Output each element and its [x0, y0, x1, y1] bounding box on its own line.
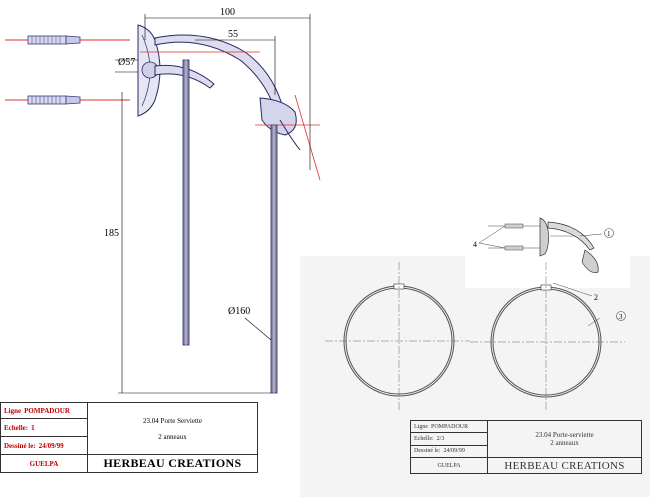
author-right: GUELPA — [410, 457, 488, 474]
callout-leaders — [478, 225, 603, 327]
detail-thumbnail — [465, 213, 630, 288]
center-lines — [325, 262, 625, 410]
ligne-label-right: Ligne — [414, 423, 428, 430]
drawing-title-right-line2: 2 anneaux — [550, 439, 579, 448]
drawing-title: 23.04 Porte Serviette 2 anneaux — [87, 402, 258, 455]
wall-rosette — [137, 24, 161, 117]
ligne-value-right: POMPADOUR — [431, 423, 469, 430]
echelle-label: Echelle: — [4, 423, 29, 432]
echelle-value-right: 2/3 — [436, 436, 445, 443]
echelle-value: 1 — [31, 423, 35, 432]
callout-1: 1 — [607, 230, 611, 238]
dessine-value-right: 24/09/99 — [443, 448, 465, 455]
dessine-label: Dessiné le: — [4, 441, 36, 450]
company-name: HERBEAU CREATIONS — [87, 454, 258, 473]
drawing-title-line1: 23.04 Porte Serviette — [143, 416, 202, 425]
screw-top — [5, 35, 130, 45]
drawing-title-line2: 2 anneaux — [158, 432, 187, 441]
author: GUELPA — [0, 454, 88, 473]
company-name-right: HERBEAU CREATIONS — [487, 457, 642, 474]
drawing-title-right-line1: 23.04 Porte-serviette — [535, 431, 594, 440]
echelle-cell: Echelle:1 — [0, 418, 88, 437]
ring-right-edge — [270, 124, 278, 394]
screw-bottom — [5, 95, 130, 105]
callout-2: 2 — [594, 293, 598, 302]
ligne-label: Ligne — [4, 406, 22, 415]
callout-4: 4 — [473, 240, 477, 249]
ring-left-edge — [182, 59, 190, 346]
dim-rosette-diameter: Ø57 — [118, 57, 135, 68]
dessine-value: 24/09/99 — [38, 441, 64, 450]
callout-3: 3 — [619, 313, 623, 321]
dim-projection: 55 — [228, 29, 238, 40]
dim-overall-width: 100 — [220, 7, 235, 18]
ligne-value: POMPADOUR — [24, 406, 70, 415]
support-arm — [154, 34, 301, 151]
dim-height: 185 — [104, 228, 119, 239]
dessine-label-right: Dessiné le: — [414, 448, 441, 455]
drawing-title-right: 23.04 Porte-serviette 2 anneaux — [487, 419, 642, 459]
dessine-cell: Dessiné le:24/09/99 — [0, 436, 88, 455]
dim-ring-diameter: Ø160 — [228, 306, 250, 317]
echelle-label-right: Echelle: — [414, 436, 434, 443]
dimension-lines — [115, 14, 311, 394]
echelle-cell-right: Echelle:2/3 — [410, 432, 488, 446]
dessine-cell-right: Dessiné le:24/09/99 — [410, 444, 488, 459]
